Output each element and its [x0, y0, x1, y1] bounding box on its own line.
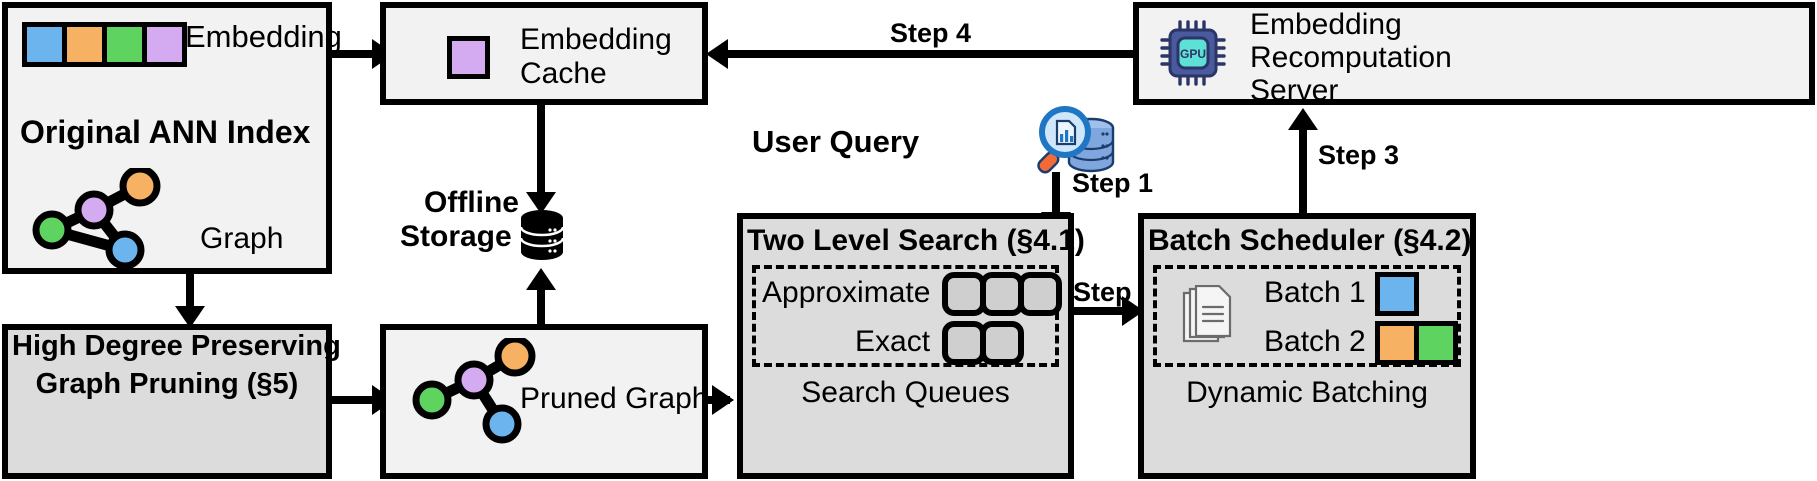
embedding-swatch-purple: [142, 22, 187, 67]
user-query-label: User Query: [752, 124, 920, 159]
arrow-cache-to-storage-line: [537, 105, 545, 195]
approximate-label: Approximate: [762, 276, 931, 309]
arrow-index-to-cache-line: [332, 50, 376, 58]
arrow-pruned-to-storage-line: [537, 290, 545, 326]
database-icon: [519, 210, 565, 260]
arrow-step2-line: [1074, 307, 1136, 315]
arrow-cache-to-storage-head: [526, 192, 556, 214]
arrow-index-to-pruning-head: [175, 306, 205, 328]
arrow-step3-line: [1299, 130, 1307, 214]
recomputation-server-box: [1133, 2, 1815, 105]
search-queues-region: [752, 265, 1059, 367]
recomputation-server-line2: Recomputation: [1250, 41, 1452, 74]
step3-label: Step 3: [1318, 140, 1400, 170]
search-queues-footer: Search Queues: [801, 376, 1010, 409]
batch-scheduler-title: Batch Scheduler (§4.2): [1148, 224, 1472, 257]
graph-label: Graph: [200, 222, 284, 255]
pruned-graph-label: Pruned Graph: [520, 382, 709, 415]
embedding-swatch-orange: [62, 22, 107, 67]
batch-swatch-green: [1414, 321, 1458, 365]
documents-stack-icon: [1182, 285, 1232, 343]
step4-label: Step 4: [890, 18, 972, 48]
queue-cell[interactable]: [942, 272, 986, 316]
batch-1-label: Batch 1: [1264, 276, 1366, 309]
two-level-search-title: Two Level Search (§4.1): [747, 224, 1085, 257]
arrow-step4-head: [706, 39, 728, 69]
embedding-label: Embedding: [185, 19, 342, 54]
embedding-cache-box: [380, 2, 708, 105]
dynamic-batching-region: [1153, 265, 1461, 367]
original-ann-index-title: Original ANN Index: [20, 114, 311, 150]
queue-cell[interactable]: [1018, 272, 1062, 316]
gpu-chip-icon: GPU: [1160, 20, 1226, 86]
query-magnifier-database-icon: [1037, 106, 1115, 174]
original-graph-icon: [32, 168, 161, 268]
queue-cell[interactable]: [980, 321, 1024, 365]
batch-2-label: Batch 2: [1264, 325, 1366, 358]
embedding-cache-line1: Embedding: [520, 23, 672, 56]
pruned-graph-icon: [412, 338, 536, 444]
arrow-step1-line: [1052, 172, 1060, 216]
arrow-pruning-to-pruned-line: [332, 396, 376, 404]
batch-1-swatch-row: [1375, 272, 1419, 316]
arrow-pruned-to-storage-head: [526, 268, 556, 290]
exact-queue-row: [942, 321, 1024, 365]
step1-label: Step 1: [1072, 168, 1154, 198]
embedding-swatch-blue: [22, 22, 67, 67]
offline-storage-line2: Storage: [400, 220, 512, 253]
graph-pruning-line2: Graph Pruning (§5): [35, 368, 299, 400]
arrow-index-to-pruning-line: [186, 274, 194, 308]
recomputation-server-line3: Server: [1250, 74, 1339, 107]
offline-storage-line1: Offline: [424, 186, 519, 219]
embedding-cache-line2: Cache: [520, 57, 607, 90]
arrow-pruned-to-search-head: [712, 385, 734, 415]
batch-swatch-orange: [1375, 321, 1419, 365]
arrow-step4-line: [726, 50, 1133, 58]
graph-pruning-line1: High Degree Preserving: [12, 330, 341, 362]
embedding-swatch-row: [22, 22, 187, 67]
batch-2-swatch-row: [1375, 321, 1458, 365]
batch-swatch-blue: [1375, 272, 1419, 316]
recomputation-server-line1: Embedding: [1250, 8, 1402, 41]
dynamic-batching-footer: Dynamic Batching: [1186, 376, 1428, 409]
embedding-swatch-green: [102, 22, 147, 67]
svg-text:GPU: GPU: [1180, 47, 1206, 61]
embedding-cache-swatch-icon: [447, 36, 490, 79]
exact-label: Exact: [855, 325, 931, 358]
graph-pruning-box: [2, 324, 332, 479]
arrow-step3-head: [1288, 108, 1318, 130]
approximate-queue-row: [942, 272, 1062, 316]
